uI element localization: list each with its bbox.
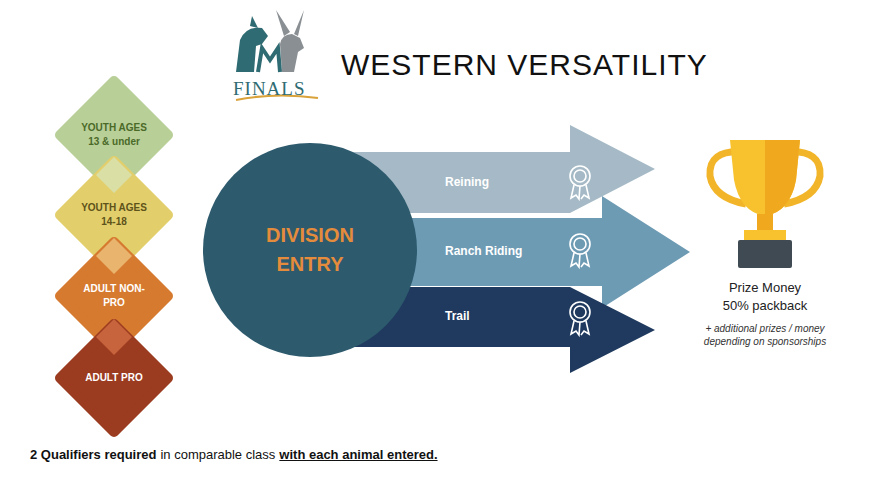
title: WESTERN VERSATILITY <box>341 48 708 82</box>
entry-circle: DIVISION ENTRY <box>203 143 417 357</box>
text-label: in comparable class <box>160 447 275 462</box>
node-text: Trail <box>445 308 470 325</box>
text-label: FINALS <box>233 78 306 100</box>
node-text: Ranch Riding <box>445 243 522 260</box>
node-text: Reining <box>445 174 489 191</box>
diamond-overlap <box>96 157 132 193</box>
node-text: ADULT PRO <box>80 371 148 386</box>
node-text: YOUTH AGES 13 & under <box>80 121 148 150</box>
diamond-overlap <box>96 319 132 355</box>
ribbon-icons <box>570 166 590 335</box>
trophy-icon <box>710 140 820 268</box>
node-text: DIVISION ENTRY <box>250 221 370 279</box>
node-text: ADULT NON-PRO <box>80 282 148 311</box>
text-label: 2 Qualifiers required <box>30 447 156 462</box>
text-label: 50% packback <box>723 298 808 313</box>
text-label: Prize Money <box>729 280 801 295</box>
text-label: + additional prizes / money depending on… <box>690 322 840 348</box>
diamond-overlap <box>96 238 132 274</box>
node-text: YOUTH AGES 14-18 <box>80 201 148 230</box>
circle-shape <box>203 143 417 357</box>
shape-outline <box>203 143 417 357</box>
text-label: with each animal entered. <box>279 447 437 462</box>
